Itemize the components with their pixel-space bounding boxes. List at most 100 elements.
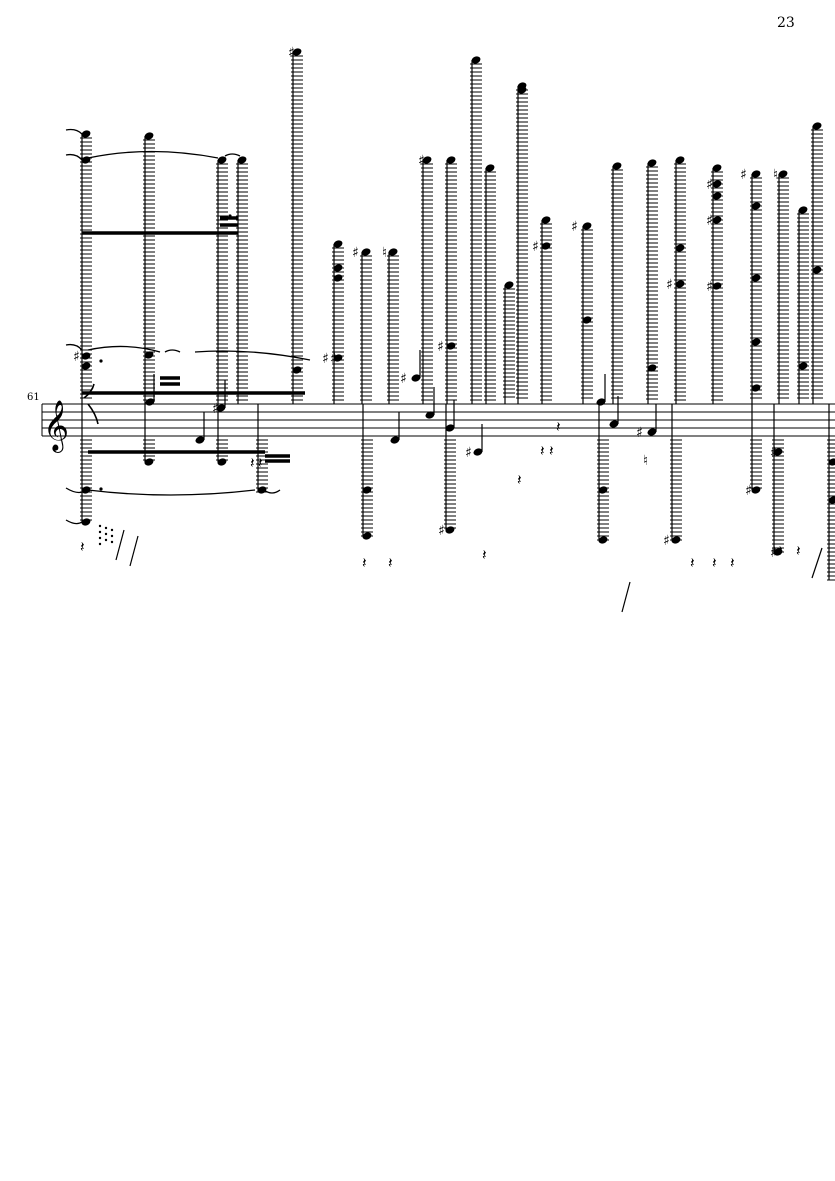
notehead — [144, 351, 154, 359]
notehead — [144, 132, 154, 140]
notehead — [195, 436, 205, 444]
notehead — [361, 248, 371, 256]
rest-icon: 𝄽 — [549, 442, 554, 460]
sharp-icon: ♯ — [352, 245, 359, 261]
dot — [98, 542, 102, 546]
notehead — [411, 374, 421, 382]
sharp-icon: ♯ — [663, 533, 670, 549]
notehead — [81, 130, 91, 138]
sharp-icon: ♯ — [288, 45, 295, 61]
tie — [87, 150, 219, 159]
sharp-icon: ♯ — [330, 351, 337, 367]
sharp-icon: ♯ — [706, 177, 713, 193]
natural-icon: ♮ — [382, 245, 387, 261]
notehead — [647, 364, 657, 372]
notehead — [216, 404, 226, 412]
rest-icon: 𝄽 — [517, 471, 522, 489]
rest-icon: 𝄽 — [482, 546, 487, 564]
rests: 𝄽𝄽𝄽𝄽𝄽𝄽𝄽𝄽𝄽𝄽𝄽𝄽𝄽𝄽𝄽 — [80, 418, 801, 572]
sharp-icon: ♯ — [636, 425, 643, 441]
notehead — [596, 398, 606, 406]
sharp-icon: ♯ — [532, 239, 539, 255]
dot — [110, 540, 114, 544]
notehead — [773, 448, 783, 456]
tie — [65, 343, 83, 351]
notehead — [445, 526, 455, 534]
notehead — [712, 192, 722, 200]
notehead — [362, 486, 372, 494]
noteheads — [81, 48, 835, 556]
tie — [65, 519, 83, 525]
rest-icon: 𝄽 — [540, 442, 545, 460]
sharp-icon: ♯ — [418, 153, 425, 169]
beams — [82, 216, 305, 463]
sharp-icon: ♯ — [740, 167, 747, 183]
tie — [65, 153, 83, 161]
notehead — [675, 244, 685, 252]
notehead — [598, 486, 608, 494]
dot — [104, 532, 108, 536]
sharp-icon: ♯ — [73, 349, 80, 365]
dot — [228, 214, 232, 218]
notehead — [778, 170, 788, 178]
sharp-icon: ♯ — [666, 277, 673, 293]
notehead — [445, 424, 455, 432]
notehead — [712, 282, 722, 290]
sharp-icon: ♯ — [322, 351, 329, 367]
notehead — [333, 264, 343, 272]
rest-icon: 𝄽 — [556, 418, 561, 436]
notehead — [647, 428, 657, 436]
notehead — [425, 411, 435, 419]
notehead — [828, 496, 835, 504]
notehead — [446, 342, 456, 350]
rest-icon: 𝄽 — [388, 554, 393, 572]
ledger-lines — [80, 55, 835, 581]
tie — [87, 489, 256, 496]
tie — [263, 489, 281, 494]
dot — [104, 538, 108, 542]
notehead — [217, 458, 227, 466]
dot — [98, 524, 102, 528]
flag — [83, 383, 95, 399]
sharp-icon: ♯ — [571, 219, 578, 235]
notehead — [388, 248, 398, 256]
notehead — [798, 206, 808, 214]
accidentals: ♯♯♯♯♯♯♯♯♯♯♯♯♯♯♯♯♯♯♯♯♯♯♯♮♮♮ — [73, 45, 778, 561]
notehead — [333, 274, 343, 282]
rest-icon: 𝄽 — [690, 554, 695, 572]
notehead — [517, 86, 527, 94]
rest-icon: 𝄽 — [796, 542, 801, 560]
dot — [104, 526, 108, 530]
notehead — [292, 366, 302, 374]
notehead — [333, 240, 343, 248]
measure-number: 61 — [27, 392, 40, 403]
notehead — [671, 536, 681, 544]
notehead — [812, 266, 822, 274]
rest-icon: 𝄽 — [778, 542, 783, 560]
dot — [98, 530, 102, 534]
sharp-icon: ♯ — [400, 371, 407, 387]
staff — [41, 403, 835, 437]
page-number: 23 — [777, 15, 795, 31]
tie — [65, 128, 83, 135]
flag — [87, 403, 99, 425]
notehead — [582, 316, 592, 324]
grace-slash — [115, 529, 125, 561]
notehead — [712, 216, 722, 224]
notehead — [773, 548, 783, 556]
notehead — [541, 242, 551, 250]
notehead — [582, 222, 592, 230]
notehead — [712, 164, 722, 172]
note-stems — [81, 52, 830, 613]
notehead — [362, 532, 372, 540]
notehead — [751, 338, 761, 346]
notehead — [446, 156, 456, 164]
dot — [99, 487, 103, 491]
dot — [110, 534, 114, 538]
grace-slash — [811, 547, 823, 579]
natural-icon: ♮ — [773, 167, 778, 183]
notehead — [751, 170, 761, 178]
grace-slash — [129, 535, 139, 567]
notehead — [612, 162, 622, 170]
